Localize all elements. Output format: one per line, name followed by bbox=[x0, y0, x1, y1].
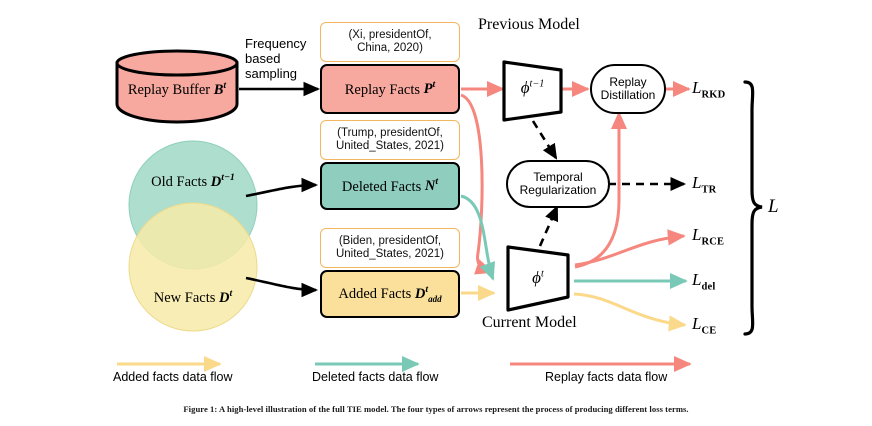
new-facts-label: New Facts Dt bbox=[153, 288, 233, 306]
new-facts-circle bbox=[128, 202, 258, 332]
added-facts-box: Added Facts Dtadd bbox=[320, 270, 460, 318]
temporal-regularization-node: Temporal Regularization bbox=[506, 160, 610, 208]
arrow-prev-model-to-temporal bbox=[531, 120, 558, 160]
arrow-deleted-to-curr-model bbox=[460, 194, 495, 281]
replay-facts-label: Replay Facts Pt bbox=[344, 79, 436, 98]
previous-model-caption: Previous Model bbox=[478, 16, 580, 33]
temporal-regularization-text: Temporal Regularization bbox=[519, 169, 597, 197]
loss-rkd: LRKD bbox=[692, 78, 726, 101]
legend-item-replay-label: Replay facts data flow bbox=[545, 370, 668, 384]
old-facts-label: Old Facts Dt−1 bbox=[151, 172, 235, 190]
triple-deleted-box: (Trump, presidentOf, United_States, 2021… bbox=[320, 120, 460, 160]
replay-facts-box: Replay Facts Pt bbox=[320, 64, 460, 114]
triple-added-text: (Biden, presidentOf, United_States, 2021… bbox=[335, 235, 445, 260]
deleted-facts-label: Deleted Facts Nt bbox=[341, 176, 439, 195]
arrow-curr-model-to-lce bbox=[573, 292, 687, 332]
current-model-shape bbox=[506, 245, 570, 312]
frequency-sampling-label: Frequency based sampling bbox=[245, 36, 307, 81]
previous-model-shape bbox=[502, 60, 563, 122]
replay-buffer-cylinder bbox=[115, 49, 239, 124]
triple-added-box: (Biden, presidentOf, United_States, 2021… bbox=[320, 228, 460, 268]
triple-replay-text: (Xi, presidentOf, China, 2020) bbox=[348, 29, 432, 54]
triple-replay-box: (Xi, presidentOf, China, 2020) bbox=[320, 22, 460, 62]
previous-model-symbol: ϕt−1 bbox=[520, 78, 545, 97]
figure-caption: Figure 1: A high-level illustration of t… bbox=[183, 404, 689, 414]
arrow-curr-model-to-temporal bbox=[538, 205, 559, 247]
arrow-new-to-added bbox=[245, 276, 319, 298]
replay-distillation-node: Replay Distillation bbox=[590, 64, 666, 114]
legend-item-added-label: Added facts data flow bbox=[113, 370, 233, 384]
arrow-replay-to-curr-model bbox=[460, 93, 494, 275]
deleted-facts-box: Deleted Facts Nt bbox=[320, 162, 460, 210]
legend-item-deleted-label: Deleted facts data flow bbox=[312, 370, 439, 384]
replay-buffer-label: Replay Buffer Bt bbox=[127, 80, 227, 98]
triple-deleted-text: (Trump, presidentOf, United_States, 2021… bbox=[335, 127, 445, 152]
loss-tr: LTR bbox=[692, 173, 717, 196]
arrow-curr-model-to-lrce bbox=[574, 229, 686, 267]
current-model-symbol: ϕt bbox=[532, 268, 544, 287]
arrow-old-to-deleted bbox=[245, 177, 319, 198]
total-loss-label: L bbox=[768, 196, 779, 217]
added-facts-label: Added Facts Dtadd bbox=[338, 284, 442, 304]
loss-ce: LCE bbox=[692, 314, 717, 337]
total-loss-brace bbox=[743, 80, 763, 336]
loss-del: Ldel bbox=[692, 270, 716, 293]
loss-rce: LRCE bbox=[692, 225, 725, 248]
current-model-caption: Current Model bbox=[482, 314, 577, 331]
replay-distillation-text: Replay Distillation bbox=[600, 74, 656, 102]
